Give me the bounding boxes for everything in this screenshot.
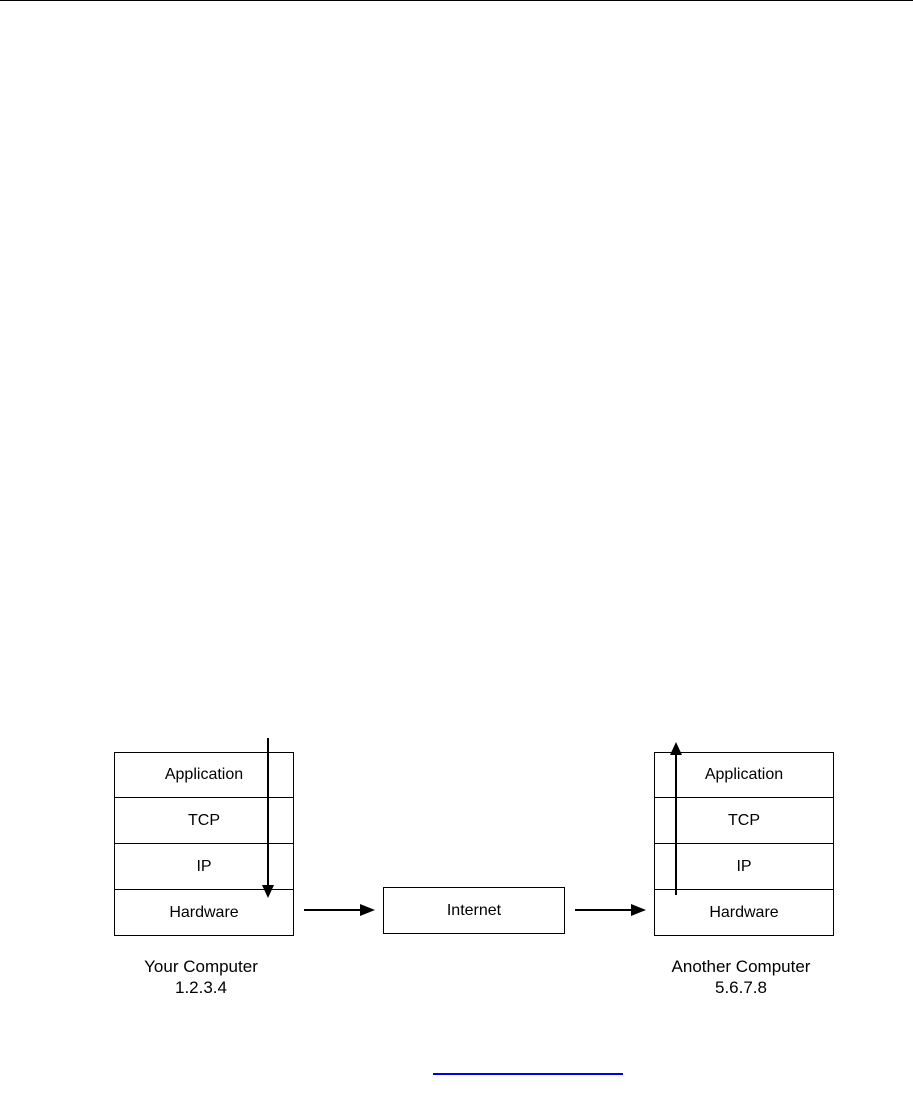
left-to-internet-arrow-head [360, 904, 375, 916]
your-computer-caption: Your Computer 1.2.3.4 [101, 956, 301, 998]
page-top-rule [0, 0, 913, 1]
left-application-layer: Application [114, 752, 294, 798]
internet-to-right-arrow-head [631, 904, 646, 916]
right-ip-layer: IP [654, 844, 834, 890]
another-computer-stack: Application TCP IP Hardware [654, 752, 834, 936]
right-application-layer: Application [654, 752, 834, 798]
left-ip-layer: IP [114, 844, 294, 890]
left-tcp-layer: TCP [114, 798, 294, 844]
your-computer-stack: Application TCP IP Hardware [114, 752, 294, 936]
right-tcp-layer: TCP [654, 798, 834, 844]
left-hardware-layer: Hardware [114, 890, 294, 936]
your-computer-address: 1.2.3.4 [175, 978, 227, 997]
internet-box: Internet [383, 887, 565, 934]
hyperlink-underline[interactable] [433, 1073, 623, 1075]
another-computer-address: 5.6.7.8 [715, 978, 767, 997]
right-hardware-layer: Hardware [654, 890, 834, 936]
your-computer-name: Your Computer [144, 957, 258, 976]
another-computer-caption: Another Computer 5.6.7.8 [641, 956, 841, 998]
another-computer-name: Another Computer [671, 957, 811, 976]
